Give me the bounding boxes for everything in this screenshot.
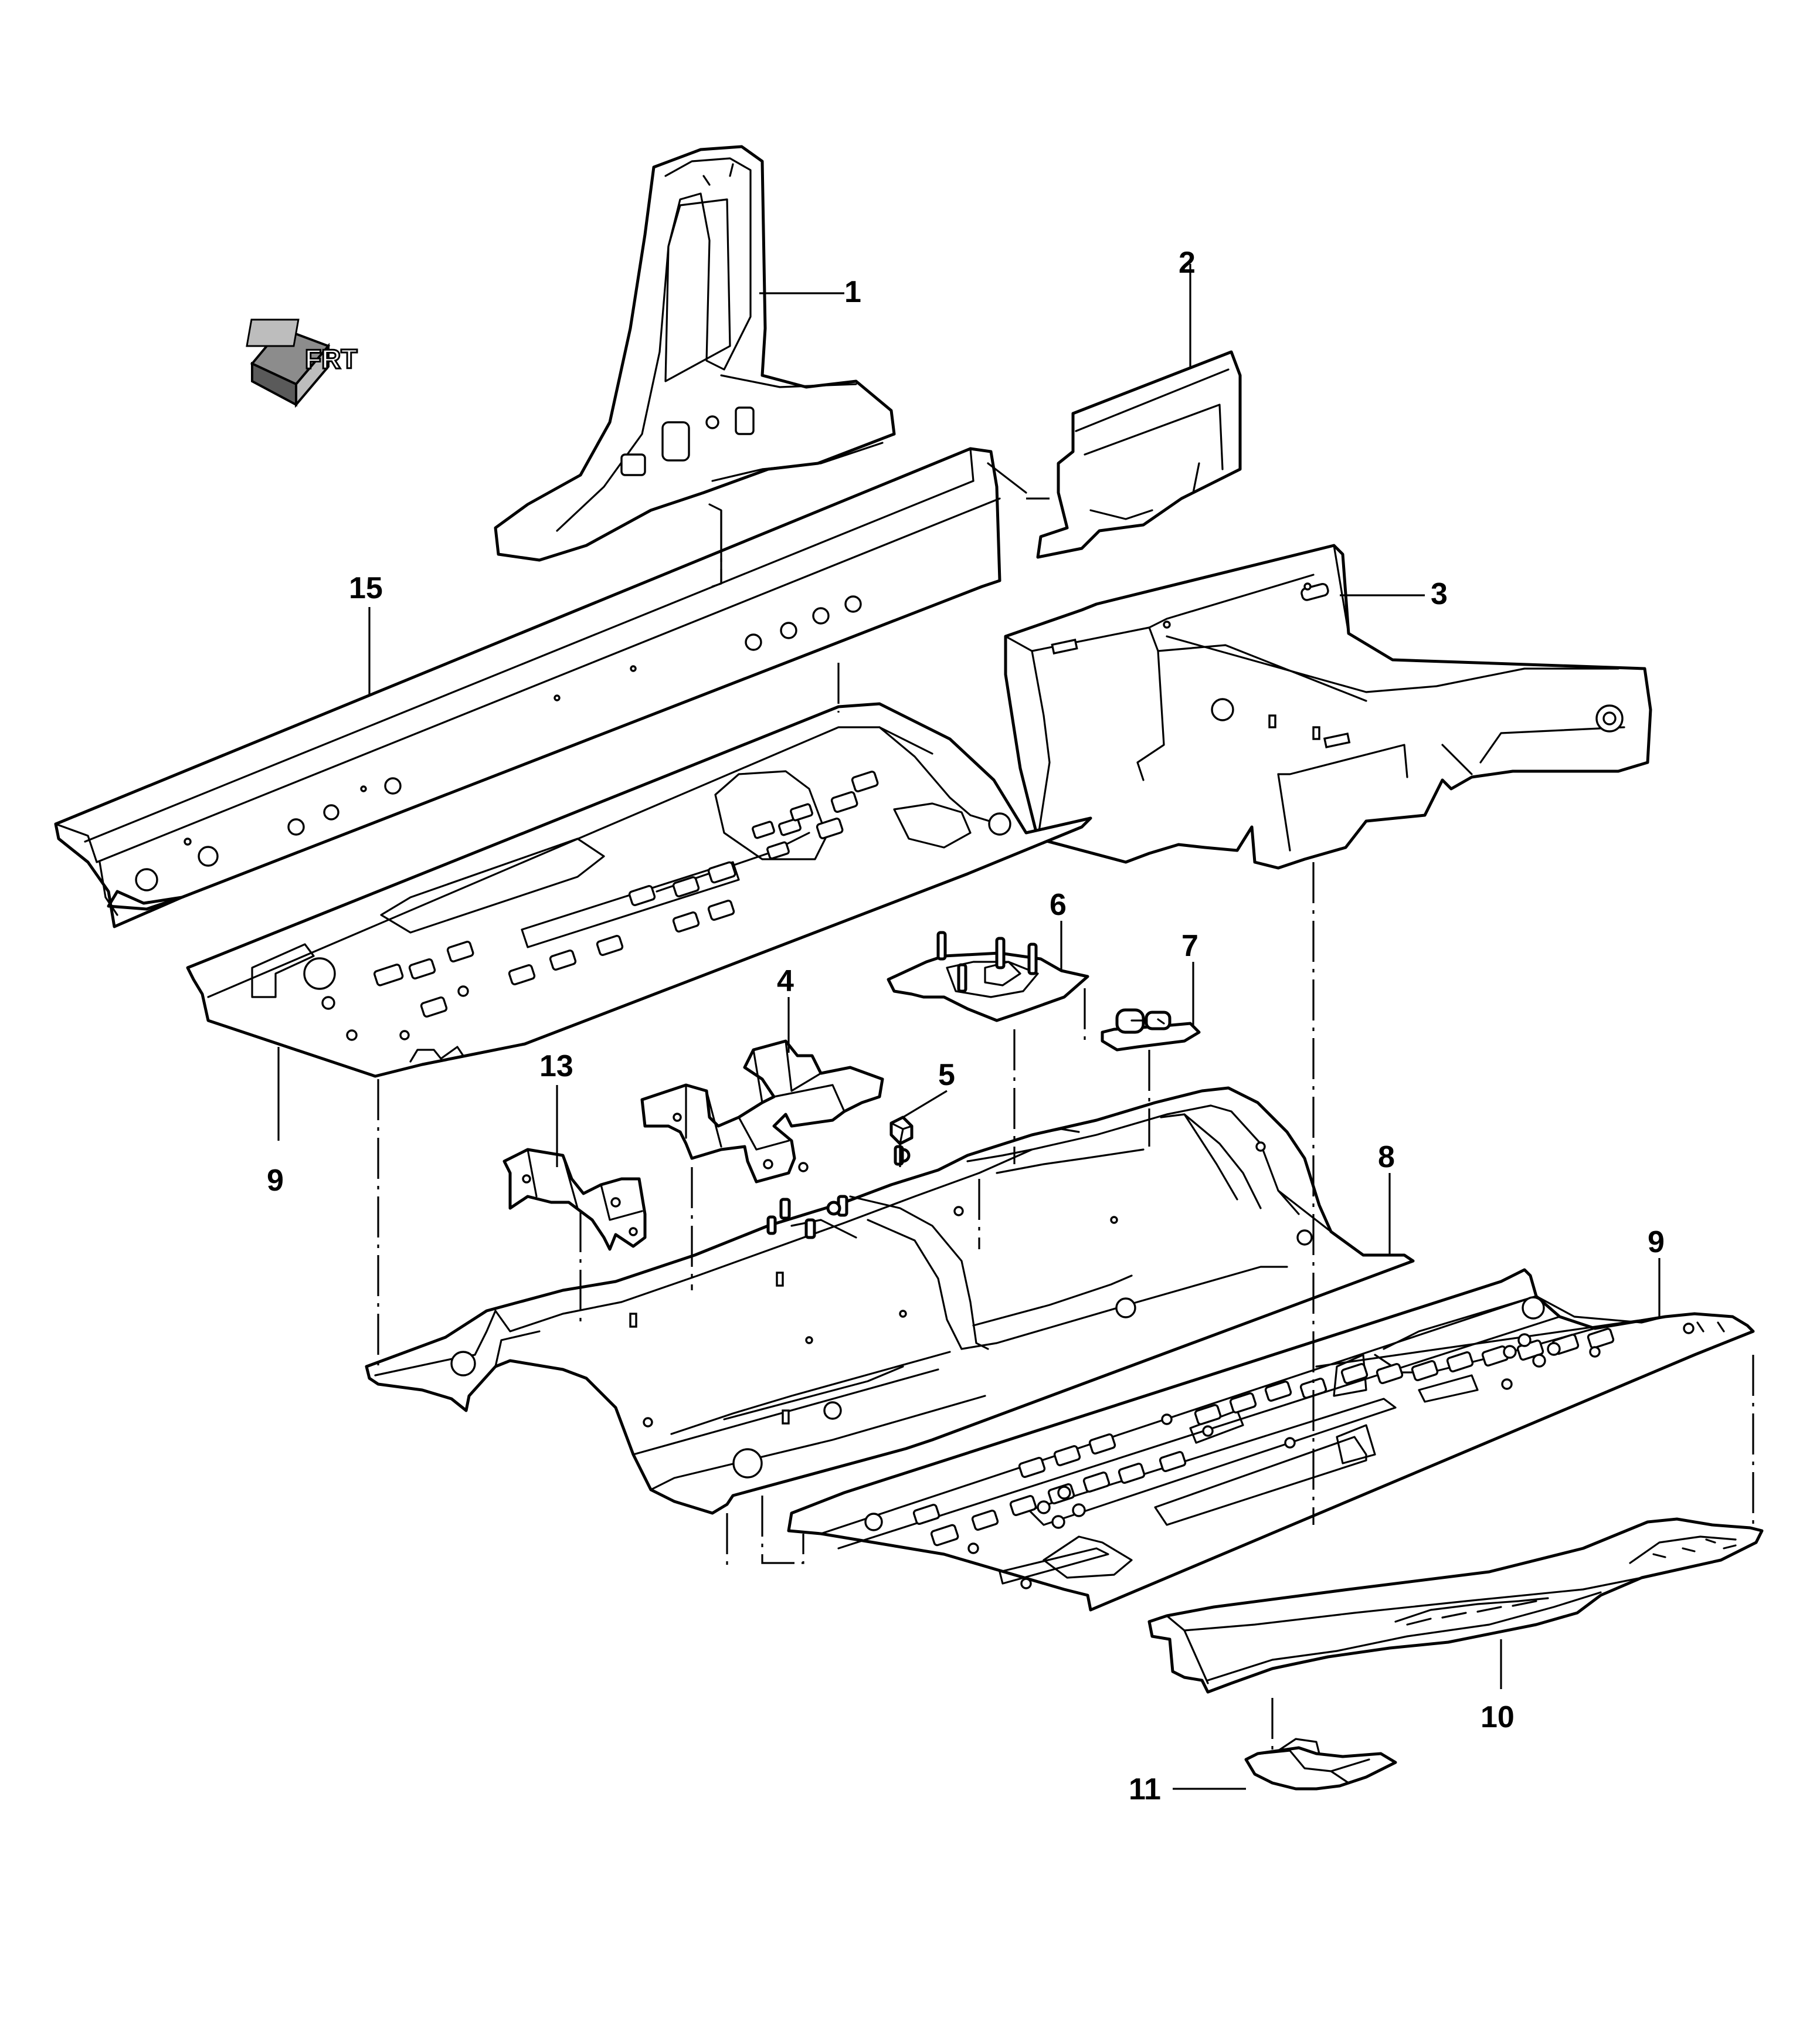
- leader-lines: [277, 264, 1661, 1790]
- part-2-wheelhouse-panel: [1036, 350, 1242, 559]
- callout-7: 7: [1181, 929, 1198, 963]
- part-3-crossmember: [1004, 544, 1652, 870]
- part-8-center-floor: [365, 1086, 1415, 1515]
- part-5-nut: [889, 1116, 914, 1145]
- callout-5: 5: [938, 1058, 955, 1092]
- callout-8: 8: [1378, 1140, 1395, 1174]
- callout-15: 15: [349, 571, 383, 605]
- part-1-pillar: [494, 145, 896, 562]
- frt-label: FRT: [305, 344, 357, 374]
- callout-4: 4: [777, 964, 794, 998]
- callout-labels: 1 2 3 4 5 6 7 8 9 9 10 11 13 15: [267, 246, 1665, 1806]
- callout-1: 1: [844, 275, 861, 309]
- callout-10: 10: [1481, 1700, 1515, 1734]
- part-4-bracket: [640, 1039, 884, 1184]
- part-6-mount-plate: [887, 931, 1089, 1022]
- callout-13: 13: [539, 1049, 573, 1083]
- part-15-rocker: [54, 447, 1027, 928]
- part-13-bracket: [502, 1148, 647, 1251]
- callout-9-left: 9: [267, 1164, 284, 1198]
- callout-2: 2: [1179, 246, 1196, 280]
- callout-11: 11: [1129, 1772, 1161, 1806]
- callout-3: 3: [1431, 577, 1448, 611]
- part-9-floor-panel-lh: [186, 702, 1092, 1078]
- part-9-floor-panel-rh: [787, 1268, 1755, 1612]
- callout-6: 6: [1050, 888, 1067, 922]
- part-7-clip: [1101, 1008, 1201, 1052]
- part-11-bracket: [1244, 1738, 1397, 1791]
- front-direction-arrow-icon: FRT: [246, 318, 358, 408]
- callout-9-right: 9: [1648, 1225, 1665, 1259]
- part-10-rail: [1147, 1517, 1764, 1694]
- assembly-lines: [377, 497, 1754, 1754]
